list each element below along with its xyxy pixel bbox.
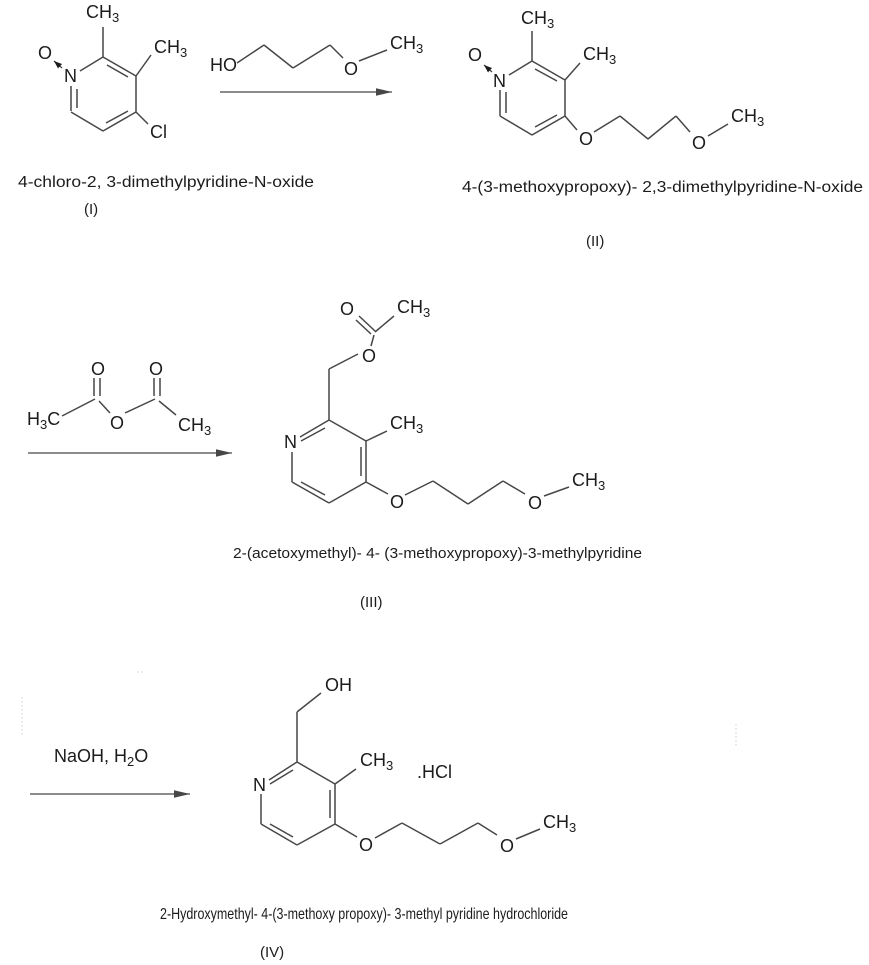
- atom-ring-n: N: [64, 66, 77, 86]
- atom-ether-o1: O: [359, 835, 373, 855]
- compound-iv-bonds: [260, 692, 541, 846]
- atom-hcl-salt: .HCl: [417, 762, 452, 782]
- atom-ch3-c3: CH3: [583, 44, 616, 67]
- atom-cl: Cl: [150, 122, 167, 142]
- atom-ch3-c3: CH3: [360, 750, 393, 773]
- atom-ring-n: N: [493, 71, 506, 91]
- atom-ether-o1: O: [579, 129, 593, 149]
- compound-ii-bonds: [499, 31, 729, 140]
- atom-ether-o2: O: [500, 836, 514, 856]
- atom-h3c: H3C: [27, 409, 60, 432]
- atom-ether-o2: O: [528, 493, 542, 513]
- atom-ch3-c2: CH3: [521, 8, 554, 31]
- structure-compound-i: O N CH3 CH3 Cl: [38, 2, 187, 142]
- atom-carbonyl-o-left: O: [91, 359, 105, 379]
- numeral-compound-iv: (IV): [260, 944, 284, 961]
- atom-ring-n: N: [253, 775, 266, 795]
- reagent-2-bonds: [61, 378, 177, 417]
- atom-ch3-chain: CH3: [543, 812, 576, 835]
- reagent-acetic-anhydride: H3C O O O CH3: [27, 359, 211, 438]
- compound-i-bonds: [70, 27, 152, 132]
- atom-ch3-c3: CH3: [154, 37, 187, 60]
- atom-oh: OH: [325, 675, 352, 695]
- atom-oxide-o: O: [38, 43, 52, 63]
- reagent-methoxypropanol: HO O CH3: [210, 33, 423, 79]
- caption-compound-iv: 2-Hydroxymethyl- 4-(3-methoxy propoxy)- …: [160, 906, 568, 923]
- caption-compound-i: 4-chloro-2, 3-dimethylpyridine-N-oxide: [18, 174, 314, 191]
- reagent-1-bonds: [236, 44, 388, 69]
- scan-artifacts: [21, 671, 737, 747]
- atom-ch3: CH3: [178, 415, 211, 438]
- atom-oxide-o: O: [468, 45, 482, 65]
- atom-ch3-c3: CH3: [390, 413, 423, 436]
- atom-anhydride-o: O: [110, 413, 124, 433]
- atom-ring-n: N: [284, 432, 297, 452]
- atom-ester-o: O: [362, 346, 376, 366]
- caption-compound-ii: 4-(3-methoxypropoxy)- 2,3-dimethylpyridi…: [462, 179, 863, 196]
- caption-compound-iii: 2-(acetoxymethyl)- 4- (3-methoxypropoxy)…: [233, 545, 642, 562]
- atom-ch3-chain: CH3: [731, 106, 764, 129]
- atom-carbonyl-o-right: O: [149, 359, 163, 379]
- atom-ch3: CH3: [390, 33, 423, 56]
- n-oxide-arrow: [483, 64, 493, 73]
- structure-compound-ii: O N CH3 CH3 O O CH3: [468, 8, 764, 153]
- atom-acetyl-ch3: CH3: [397, 297, 430, 320]
- atom-ch3-c2: CH3: [86, 2, 119, 25]
- numeral-compound-ii: (II): [586, 233, 604, 250]
- atom-ho: HO: [210, 55, 237, 75]
- numeral-compound-iii: (III): [360, 594, 383, 611]
- n-oxide-arrow: [53, 60, 63, 69]
- reagent-naoh-water: NaOH, H2O: [54, 746, 148, 769]
- structure-compound-iv: N OH CH3 .HCl O O CH3: [253, 675, 576, 856]
- structure-compound-iii: N O CH3 O CH3 O O CH3: [284, 297, 605, 513]
- naoh-h2o-label: NaOH, H2O: [54, 746, 148, 769]
- numeral-compound-i: (I): [84, 201, 98, 218]
- atom-ether-o: O: [344, 59, 358, 79]
- atom-carbonyl-o: O: [340, 299, 354, 319]
- atom-ether-o2: O: [692, 133, 706, 153]
- compound-iii-bonds: [291, 315, 570, 505]
- atom-ch3-chain: CH3: [572, 470, 605, 493]
- atom-ether-o1: O: [390, 492, 404, 512]
